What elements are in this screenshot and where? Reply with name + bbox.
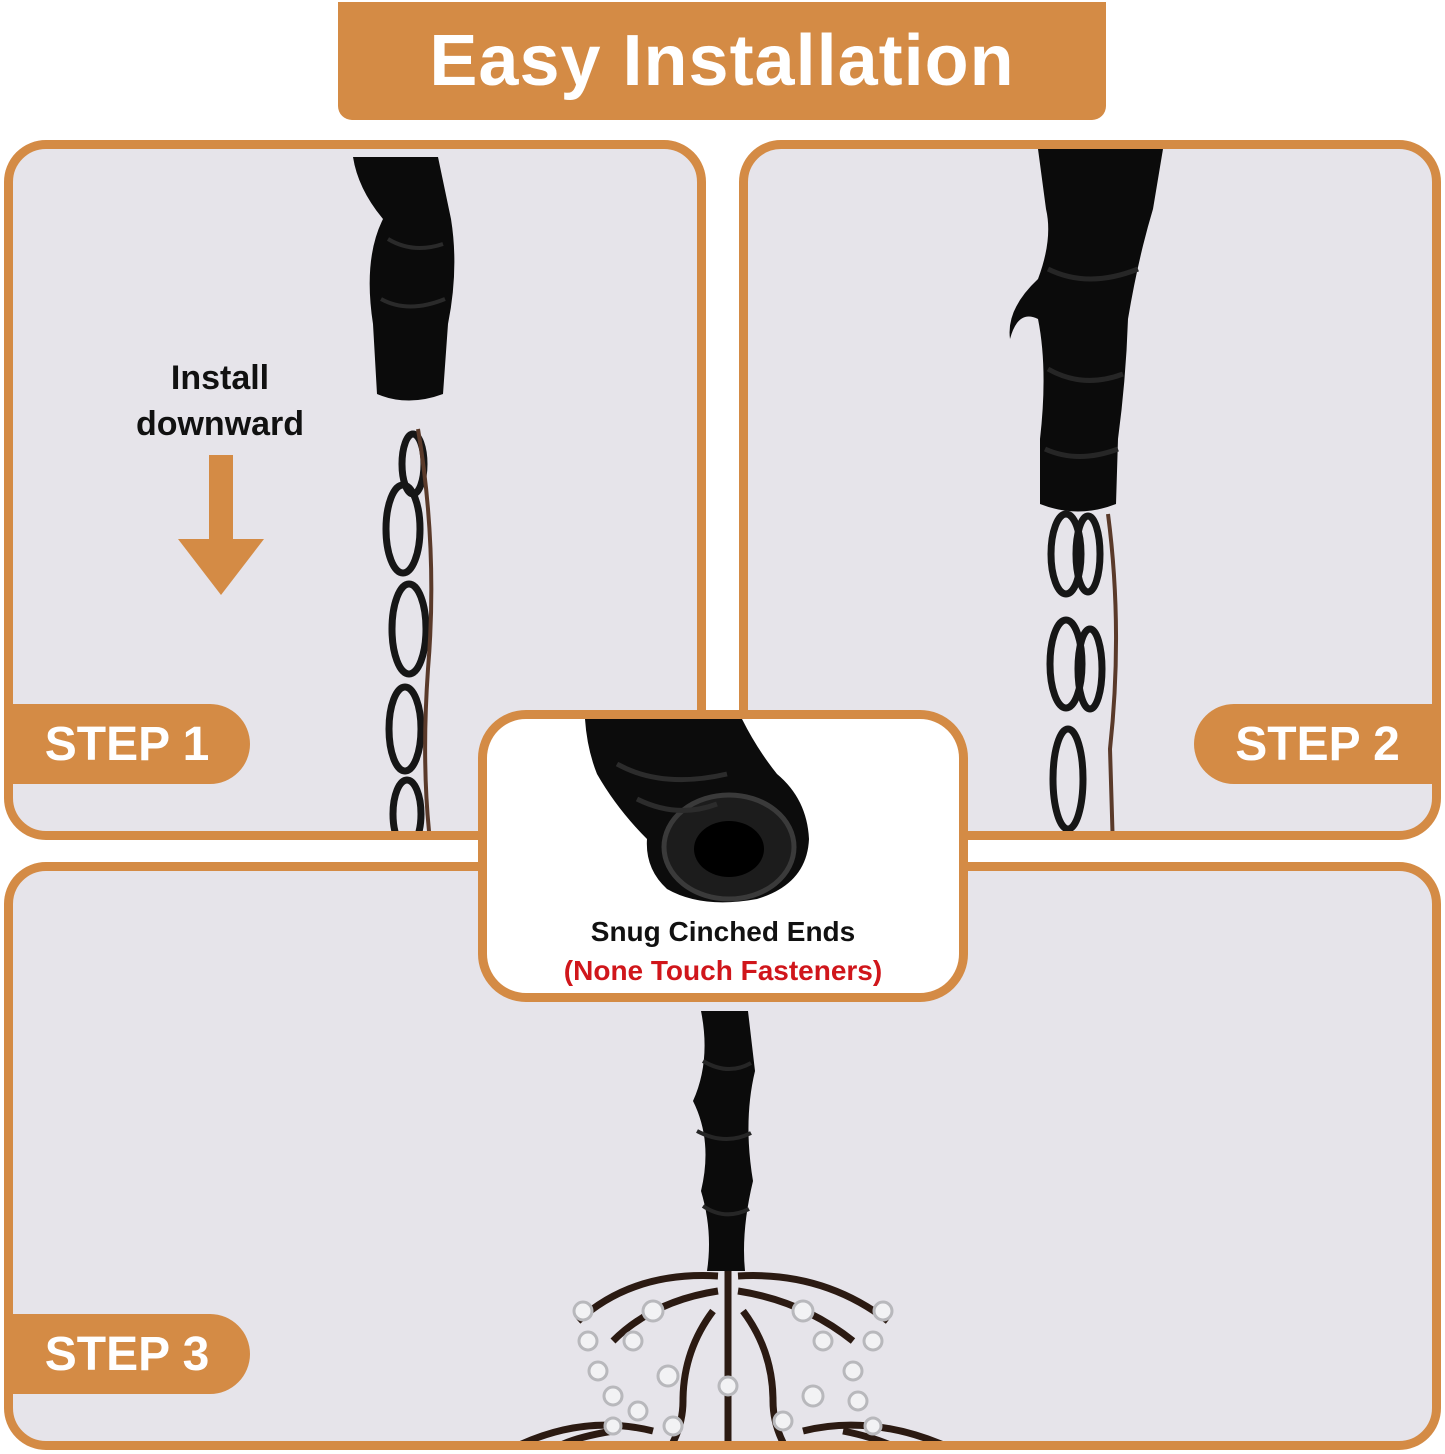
- cinched-end-illustration: [585, 719, 809, 903]
- callout-subtitle: (None Touch Fasteners): [563, 955, 883, 986]
- cinched-ends-callout: Snug Cinched Ends (None Touch Fasteners): [478, 710, 968, 1002]
- title-banner: Easy Installation: [338, 2, 1106, 120]
- step-2-badge: STEP 2: [1194, 704, 1441, 784]
- step-1-illustration: [353, 157, 455, 831]
- instruction-line-1: Install: [170, 359, 270, 397]
- chain-cover-sleeve: [1009, 149, 1163, 512]
- step-1-badge: STEP 1: [4, 704, 250, 784]
- chain-cover-sleeve: [693, 1011, 755, 1271]
- chain-cover-sleeve: [353, 157, 455, 401]
- page-title: Easy Installation: [429, 21, 1015, 101]
- step-2-illustration: [1009, 149, 1163, 831]
- chain-links: [382, 430, 430, 831]
- callout-title: Snug Cinched Ends: [590, 916, 856, 947]
- crystal-strands: [572, 1299, 894, 1437]
- instruction-line-2: downward: [135, 405, 305, 443]
- step-3-illustration: [519, 1011, 943, 1441]
- chain-links: [1046, 510, 1106, 831]
- down-arrow-icon: [178, 455, 264, 595]
- power-cord: [1106, 513, 1119, 831]
- power-cord: [416, 428, 434, 831]
- step-3-badge: STEP 3: [4, 1314, 250, 1394]
- install-instruction: Install downward: [110, 355, 330, 447]
- chandelier: [519, 1271, 943, 1441]
